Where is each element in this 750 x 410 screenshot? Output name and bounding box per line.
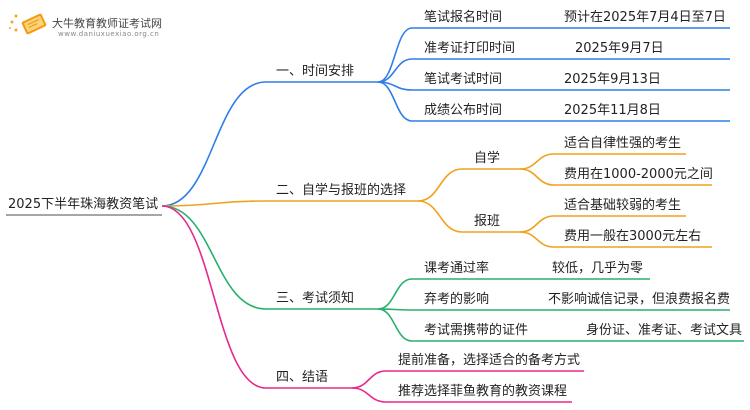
b3-item-1-value: 较低，几乎为零 bbox=[552, 261, 644, 276]
b2-g2-item-1-curve bbox=[519, 215, 555, 233]
b2-group-2-curve bbox=[417, 200, 463, 233]
b2-g2-item-1: 适合基础较弱的考生 bbox=[564, 198, 682, 213]
b3-item-3-label: 考试需携带的证件 bbox=[424, 323, 529, 338]
b3-item-3-value: 身份证、准考证、考试文具 bbox=[586, 323, 743, 338]
b4-item-1: 提前准备，选择适合的备考方式 bbox=[398, 353, 581, 368]
b1-item-3-label: 笔试考试时间 bbox=[424, 72, 503, 87]
b3-child-1-curve bbox=[377, 278, 413, 310]
b2-group-1-label: 自学 bbox=[474, 151, 501, 166]
b2-group-2-label: 报班 bbox=[474, 214, 501, 229]
branch-2-curve bbox=[161, 200, 267, 207]
branch-1-curve bbox=[161, 81, 267, 207]
logo-url: www.daniuxuexiao.org.cn bbox=[58, 30, 160, 38]
b1-item-4-label: 成绩公布时间 bbox=[424, 103, 503, 118]
b2-g2-item-2-curve bbox=[519, 231, 555, 248]
b1-item-1-label: 笔试报名时间 bbox=[424, 10, 503, 25]
branch-4-label: 四、结语 bbox=[276, 370, 329, 385]
b1-item-3-value: 2025年9月13日 bbox=[564, 72, 661, 87]
branch-1-label: 一、时间安排 bbox=[276, 64, 355, 79]
b2-g2-item-2: 费用一般在3000元左右 bbox=[564, 229, 702, 244]
branch-3-curve bbox=[161, 205, 267, 310]
b3-item-1-label: 课考通过率 bbox=[424, 261, 490, 276]
b2-g1-item-2: 费用在1000-2000元之间 bbox=[564, 167, 713, 182]
b2-g1-item-2-curve bbox=[519, 168, 555, 186]
logo-icon bbox=[6, 10, 50, 38]
b3-item-2-label: 弃考的影响 bbox=[424, 292, 490, 307]
b2-group-1-curve bbox=[417, 168, 463, 202]
b1-item-4-value: 2025年11月8日 bbox=[564, 103, 661, 118]
b1-item-2-label: 准考证打印时间 bbox=[424, 41, 516, 56]
root-node: 2025下半年珠海教资笔试 bbox=[8, 197, 159, 212]
b3-item-2-value: 不影响诚信记录，但浪费报名费 bbox=[548, 292, 731, 307]
b4-item-2: 推荐选择菲鱼教育的教资课程 bbox=[398, 384, 568, 399]
branch-2-label: 二、自学与报班的选择 bbox=[276, 183, 407, 198]
b4-child-2-curve bbox=[351, 387, 387, 403]
branch-3-label: 三、考试须知 bbox=[276, 291, 355, 306]
b2-g1-item-1: 适合自律性强的考生 bbox=[564, 136, 682, 151]
b2-g1-item-1-curve bbox=[519, 153, 555, 170]
b1-child-4-curve bbox=[377, 81, 413, 122]
branch-4-curve bbox=[161, 205, 267, 389]
b1-item-2-value: 2025年9月7日 bbox=[575, 41, 664, 56]
b3-child-3-curve bbox=[377, 308, 413, 342]
b1-item-1-value: 预计在2025年7月4日至7日 bbox=[564, 10, 726, 25]
b4-child-1-curve bbox=[351, 370, 387, 389]
b1-child-1-curve bbox=[377, 27, 413, 83]
b1-child-2-curve bbox=[377, 58, 413, 83]
logo-name: 大牛教育教师证考试网 bbox=[52, 17, 162, 30]
